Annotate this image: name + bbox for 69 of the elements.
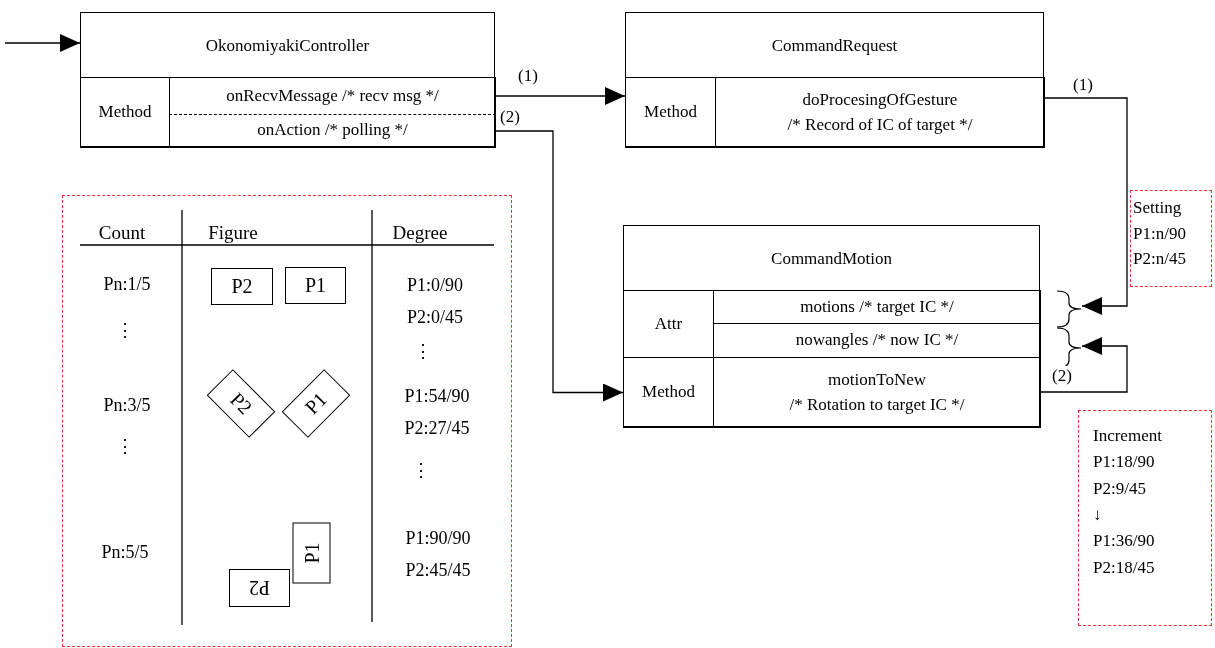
table-cell-text: P1:90/90 [405,527,471,549]
member-text: Method [98,101,152,124]
class-compartment [715,77,1045,148]
part-rectangle [211,268,273,305]
note-text: P1:36/90 [1093,530,1156,553]
part-label: P1 [300,542,323,564]
dashed-frame [62,195,512,647]
arrow [1040,337,1128,393]
note-text: Setting [1133,197,1182,219]
table-cell-text: P2:45/45 [405,559,471,581]
class-compartment [169,114,496,148]
table-cell-text: P2:0/45 [407,306,463,328]
table-cell-text: ⋮ [412,459,430,481]
note-text: P2:9/45 [1093,477,1147,500]
member-text: Method [644,101,697,124]
arrow [495,130,624,402]
table-cell-text: P1:54/90 [404,385,470,407]
class-compartment [80,77,170,148]
class-compartment [169,77,496,115]
edge-label: (2) [1050,366,1074,386]
note-text: P1:18/90 [1093,451,1156,474]
part-label: P2 [248,576,271,600]
class-name: CommandMotion [771,248,892,269]
part-label: P1 [304,274,327,297]
note-box [1130,190,1212,287]
part-rectangle [285,267,346,304]
table-cell-text: Pn:5/5 [101,541,149,563]
part-label: P2 [225,387,257,420]
part-label: P2 [231,275,253,298]
member-text: doProcesingOfGesture [802,88,958,111]
table-cell-text: P1:0/90 [407,274,463,296]
table-cell-text: Pn:3/5 [103,394,151,416]
member-text: onRecvMessage /* recv msg */ [226,84,439,107]
edge-label: (2) [498,107,522,127]
table-cell-text: P2:27/45 [404,417,470,439]
member-text: onAction /* polling */ [257,119,408,142]
class-box [80,12,495,147]
member-text: motions /* target IC */ [800,295,954,318]
class-box [625,12,1044,147]
arrow [4,34,81,52]
class-compartment [625,77,716,148]
table-cell-text: Figure [208,222,258,244]
table-cell-text: ⋮ [414,340,432,362]
note-text: P2:18/45 [1093,556,1156,579]
member-text: /* Record of IC of target */ [787,113,973,136]
note-text: P1:n/90 [1133,222,1186,245]
edge-label: (1) [1071,75,1095,95]
table-cell-text: ⋮ [116,435,134,457]
member-text: Attr [654,312,683,335]
edge-label: (1) [516,66,540,86]
arrow [1044,97,1128,315]
member-text: motionToNew [828,368,926,391]
table-cell-text: Count [98,222,146,244]
class-name: OkonomiyakiController [205,35,370,56]
part-label: P1 [300,387,332,420]
member-text: nowangles /* now IC */ [795,329,959,352]
class-compartment [713,357,1041,428]
note-text: ↓ [1093,504,1103,527]
class-name: CommandRequest [771,35,898,56]
member-text: Method [642,381,695,404]
table-cell-text: Degree [392,222,448,244]
table-cell-text: ⋮ [116,319,134,341]
note-box [1078,410,1212,626]
member-text: /* Rotation to target IC */ [789,393,965,416]
arrow [495,87,626,105]
part-rectangle [229,569,290,607]
note-text: Increment [1093,425,1163,447]
table-cell-text: Pn:1/5 [103,273,151,295]
note-text: P2:n/45 [1133,248,1186,270]
